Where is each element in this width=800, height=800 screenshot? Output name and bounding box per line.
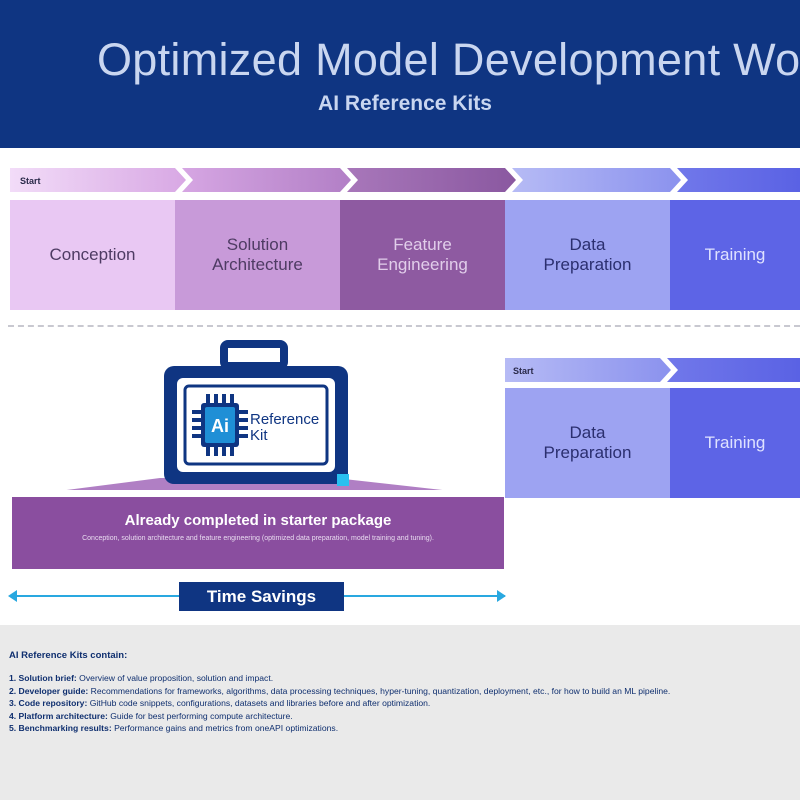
reference-kit-graphic: Ai Reference Kit — [66, 340, 443, 490]
completed-description: Conception, solution architecture and fe… — [82, 535, 434, 542]
contents-item: 3. Code repository: GitHub code snippets… — [9, 697, 789, 710]
contents-item-desc: GitHub code snippets, configurations, da… — [87, 698, 431, 708]
flow-chevron — [667, 358, 800, 382]
contents-item-term: 2. Developer guide: — [9, 685, 89, 696]
arrow-left-icon — [8, 590, 17, 602]
completed-banner: Already completed in starter package Con… — [12, 497, 504, 569]
page-subtitle: AI Reference Kits — [318, 92, 492, 115]
contents-item: 4. Platform architecture: Guide for best… — [9, 710, 789, 723]
page-title: Optimized Model Development Workflow — [97, 34, 800, 85]
flow-chevron — [677, 168, 800, 192]
flow-chevron — [505, 358, 671, 382]
flow-chevron — [10, 168, 186, 192]
contents-item-term: 5. Benchmarking results: — [9, 723, 112, 733]
kit-label-line2: Kit — [250, 427, 268, 444]
contents-list: 1. Solution brief: Overview of value pro… — [9, 672, 789, 735]
arrow-right-icon — [497, 590, 506, 602]
kit-contents-panel: AI Reference Kits contain: 1. Solution b… — [0, 625, 800, 800]
header-banner: Optimized Model Development Workflow AI … — [0, 0, 800, 148]
top-stage-training: Training — [670, 200, 800, 310]
contents-item-term: 1. Solution brief: — [9, 673, 77, 683]
flow-chevron — [512, 168, 681, 192]
top-stage-solution-architecture: Solution Architecture — [175, 200, 340, 310]
top-stage-conception: Conception — [10, 200, 175, 310]
flow-chevron — [182, 168, 351, 192]
contents-item: 2. Developer guide: Recommendations for … — [9, 685, 789, 698]
contents-item-term: 3. Code repository: — [9, 698, 88, 708]
contents-item: 5. Benchmarking results: Performance gai… — [9, 722, 789, 735]
kit-start-label: Start — [513, 366, 534, 376]
time-savings-label: Time Savings — [179, 582, 344, 611]
kit-stage-data-preparation: Data Preparation — [505, 388, 670, 498]
briefcase-handle — [220, 340, 288, 370]
top-stage-feature-engineering: Feature Engineering — [340, 200, 505, 310]
kit-label-line1: Reference — [250, 411, 319, 428]
top-stage-data-preparation: Data Preparation — [505, 200, 670, 310]
contents-item-desc: Guide for best performing compute archit… — [107, 710, 293, 721]
contents-item-desc: Performance gains and metrics from oneAP… — [111, 723, 339, 733]
contents-item-desc: Overview of value proposition, solution … — [76, 673, 274, 683]
kit-stage-training: Training — [670, 388, 800, 498]
kit-flow-arrows — [505, 358, 800, 382]
top-flow-arrows — [10, 168, 800, 192]
contents-heading: AI Reference Kits contain: — [9, 650, 128, 661]
ai-chip-text: Ai — [211, 416, 229, 436]
contents-item-term: 4. Platform architecture: — [9, 710, 108, 721]
contents-item-desc: Recommendations for frameworks, algorith… — [88, 685, 671, 696]
completed-title: Already completed in starter package — [124, 512, 392, 529]
contents-item: 1. Solution brief: Overview of value pro… — [9, 672, 789, 685]
start-label: Start — [20, 176, 41, 186]
flow-chevron — [347, 168, 516, 192]
section-divider — [8, 325, 800, 327]
accent-square — [337, 474, 349, 486]
